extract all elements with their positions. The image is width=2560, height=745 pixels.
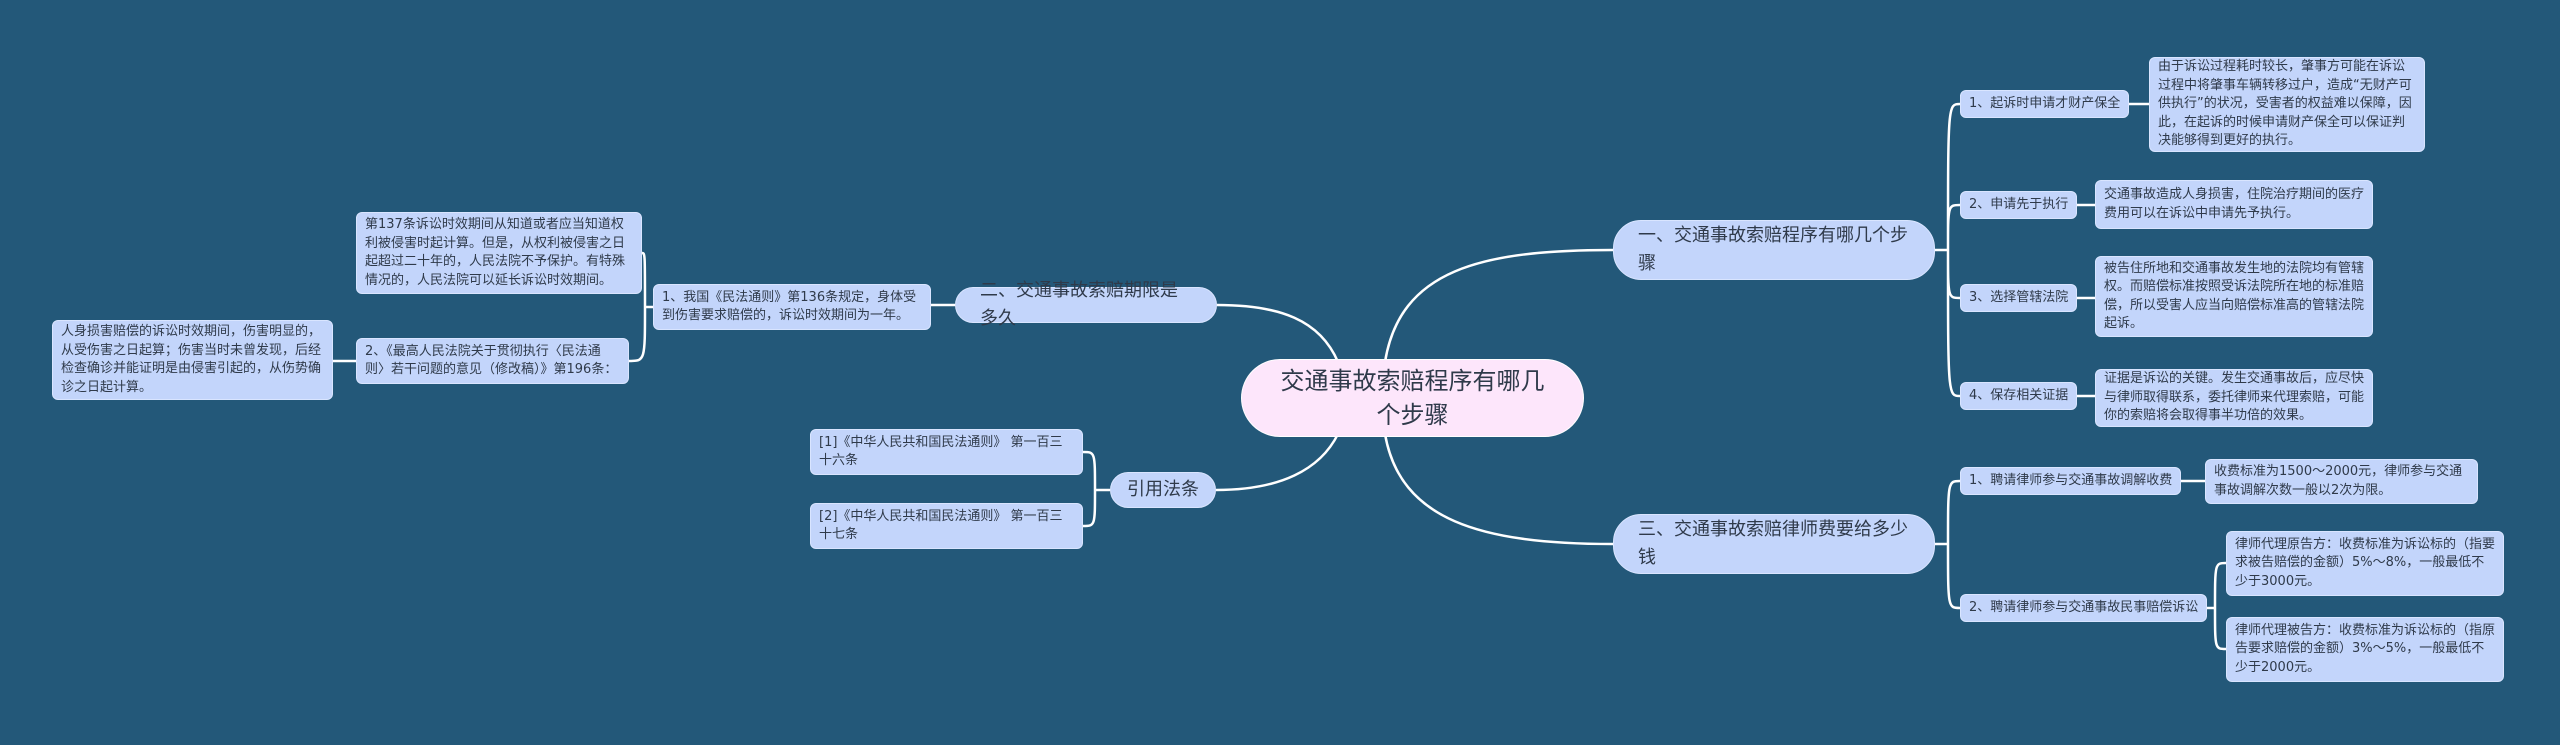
branch-time-limit-label: 二、交通事故索赔期限是多久 (980, 280, 1178, 329)
edge-b3-items (1935, 479, 1961, 610)
fee-item[interactable]: 1、聘请律师参与交通事故调解收费 (1960, 467, 2182, 495)
fee-detail[interactable]: 律师代理原告方：收费标准为诉讼标的（指要求被告赔偿的金额）5%～8%，一般最低不… (2226, 531, 2504, 596)
edge-root-b2 (1216, 303, 1340, 363)
fee-detail[interactable]: 律师代理被告方：收费标准为诉讼标的（指原告要求赔偿的金额）3%～5%，一般最低不… (2226, 617, 2504, 682)
branch-time-limit[interactable]: 二、交通事故索赔期限是多久 (955, 280, 1217, 329)
step-detail[interactable]: 被告住所地和交通事故发生地的法院均有管辖权。而赔偿标准按照受诉法院所在地的标准赔… (2095, 256, 2373, 337)
edge-b2-children (333, 251, 653, 363)
fee-item[interactable]: 2、聘请律师参与交通事故民事赔偿诉讼 (1960, 594, 2208, 622)
branch-cited-laws-label: 引用法条 (1127, 479, 1199, 500)
step-item[interactable]: 4、保存相关证据 (1960, 382, 2078, 410)
time-limit-item[interactable]: 1、我国《民法通则》第136条规定，身体受到伤害要求赔偿的，诉讼时效期间为一年。 (653, 284, 931, 330)
branch-steps[interactable]: 一、交通事故索赔程序有哪几个步骤 (1613, 220, 1935, 280)
branch-lawyer-fees[interactable]: 三、交通事故索赔律师费要给多少钱 (1613, 514, 1935, 574)
branch-lawyer-fees-label: 三、交通事故索赔律师费要给多少钱 (1638, 519, 1908, 568)
time-limit-opinion-detail[interactable]: 人身损害赔偿的诉讼时效期间，伤害明显的，从受伤害之日起算；伤害当时未曾发现，后经… (52, 320, 333, 400)
edge-root-b3 (1383, 433, 1614, 546)
step-item[interactable]: 3、选择管辖法院 (1960, 284, 2078, 312)
edge-b3-details (2177, 479, 2227, 651)
fee-detail[interactable]: 收费标准为1500～2000元，律师参与交通事故调解次数一般以2次为限。 (2205, 459, 2478, 504)
time-limit-article-137[interactable]: 第137条诉讼时效期间从知道或者应当知道权利被侵害时起计算。但是，从权利被侵害之… (356, 212, 642, 294)
step-item[interactable]: 2、申请先于执行 (1960, 191, 2078, 219)
step-item[interactable]: 1、起诉时申请才财产保全 (1960, 90, 2130, 118)
edge-root-b4 (1215, 433, 1340, 492)
edge-b1-details (2074, 102, 2149, 398)
root-label: 交通事故索赔程序有哪几个步骤 (1280, 367, 1545, 429)
branch-cited-laws[interactable]: 引用法条 (1110, 472, 1216, 508)
edge-b1-items (1935, 102, 1961, 398)
cited-law-item[interactable]: [1]《中华人民共和国民法通则》 第一百三十六条 (810, 429, 1083, 475)
root-node[interactable]: 交通事故索赔程序有哪几个步骤 (1241, 359, 1584, 437)
branch-steps-label: 一、交通事故索赔程序有哪几个步骤 (1638, 225, 1908, 274)
edge-b4-items (1082, 450, 1110, 528)
step-detail[interactable]: 由于诉讼过程耗时较长，肇事方可能在诉讼过程中将肇事车辆转移过户，造成“无财产可供… (2149, 57, 2425, 152)
step-detail[interactable]: 证据是诉讼的关键。发生交通事故后，应尽快与律师取得联系，委托律师来代理索赔，可能… (2095, 369, 2373, 427)
step-detail[interactable]: 交通事故造成人身损害，住院治疗期间的医疗费用可以在诉讼中申请先予执行。 (2095, 180, 2373, 229)
cited-law-item[interactable]: [2]《中华人民共和国民法通则》 第一百三十七条 (810, 503, 1083, 549)
time-limit-opinion-196[interactable]: 2、《最高人民法院关于贯彻执行〈民法通则〉若干问题的意见（修改稿）》第196条： (356, 338, 629, 384)
edge-root-b1 (1383, 248, 1614, 363)
